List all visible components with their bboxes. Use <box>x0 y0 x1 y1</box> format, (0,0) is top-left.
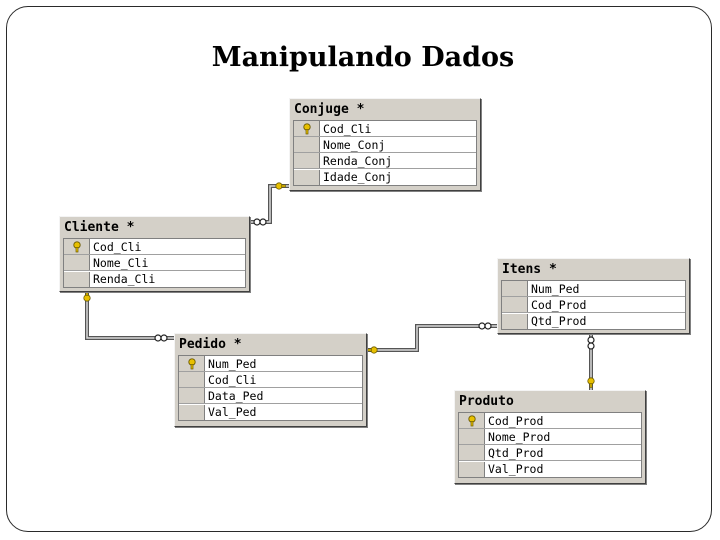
table-title[interactable]: Produto <box>459 394 514 409</box>
column-name: Renda_Conj <box>323 153 393 168</box>
key-icon <box>83 291 91 302</box>
column-name: Num_Ped <box>208 356 257 371</box>
table-title[interactable]: Pedido * <box>179 337 242 352</box>
row-selector[interactable] <box>459 429 485 444</box>
key-icon <box>302 122 312 135</box>
column-row[interactable]: Nome_Prod <box>459 429 641 445</box>
row-selector[interactable] <box>179 404 205 420</box>
row-selector[interactable] <box>179 356 205 371</box>
key-icon <box>587 377 595 388</box>
row-selector[interactable] <box>179 388 205 403</box>
key-icon <box>72 240 82 253</box>
column-list: Cod_Prod Nome_Prod Qtd_Prod Val_Prod <box>458 412 642 478</box>
column-list: Cod_Cli Nome_Cli Renda_Cli <box>63 238 246 288</box>
column-row[interactable]: Data_Ped <box>179 388 362 404</box>
column-name: Cod_Cli <box>323 121 372 136</box>
column-name: Num_Ped <box>531 281 580 296</box>
column-name: Nome_Conj <box>323 137 386 152</box>
row-selector[interactable] <box>459 461 485 477</box>
column-row[interactable]: Cod_Cli <box>64 239 245 255</box>
column-name: Data_Ped <box>208 388 264 403</box>
column-list: Num_Ped Cod_Cli Data_Ped Val_Ped <box>178 355 363 421</box>
column-row[interactable]: Renda_Cli <box>64 271 245 287</box>
relationship-produto-itens[interactable] <box>587 334 595 390</box>
row-selector[interactable] <box>502 281 528 296</box>
page-title: Manipulando Dados <box>211 42 515 73</box>
column-list: Cod_Cli Nome_Conj Renda_Conj Idade_Conj <box>293 120 477 186</box>
column-row[interactable]: Nome_Conj <box>294 137 476 153</box>
row-selector[interactable] <box>502 313 528 329</box>
column-name: Qtd_Prod <box>531 314 587 328</box>
table-title[interactable]: Conjuge * <box>294 102 365 117</box>
column-name: Nome_Cli <box>93 255 149 270</box>
column-name: Idade_Conj <box>323 170 393 184</box>
row-selector[interactable] <box>294 169 320 185</box>
column-row[interactable]: Renda_Conj <box>294 153 476 169</box>
column-name: Nome_Prod <box>488 429 551 444</box>
column-name: Cod_Cli <box>93 239 142 254</box>
table-title[interactable]: Cliente * <box>64 220 135 235</box>
row-selector[interactable] <box>64 271 90 287</box>
column-name: Cod_Prod <box>531 297 587 312</box>
column-name: Qtd_Prod <box>488 445 544 460</box>
infinity-icon <box>154 334 168 342</box>
relationship-pedido-itens[interactable] <box>366 322 498 354</box>
column-name: Cod_Cli <box>208 372 257 387</box>
row-selector[interactable] <box>294 137 320 152</box>
key-icon <box>467 414 477 427</box>
column-name: Cod_Prod <box>488 413 544 428</box>
table-pedido[interactable]: Pedido * Num_Ped Cod_Cli Data_Ped Val_Pe… <box>174 333 367 427</box>
column-row[interactable]: Cod_Prod <box>459 413 641 429</box>
column-row[interactable]: Val_Ped <box>179 404 362 420</box>
column-row[interactable]: Num_Ped <box>502 281 685 297</box>
column-name: Val_Ped <box>208 405 257 419</box>
key-icon <box>187 357 197 370</box>
relationship-cliente-conjuge[interactable] <box>248 182 289 226</box>
key-icon <box>367 346 378 354</box>
table-conjuge[interactable]: Conjuge * Cod_Cli Nome_Conj Renda_Conj I… <box>289 98 481 191</box>
infinity-icon <box>587 336 595 350</box>
row-selector[interactable] <box>294 153 320 168</box>
column-row[interactable]: Cod_Cli <box>179 372 362 388</box>
row-selector[interactable] <box>459 445 485 460</box>
column-row[interactable]: Qtd_Prod <box>502 313 685 329</box>
row-selector[interactable] <box>294 121 320 136</box>
column-row[interactable]: Cod_Cli <box>294 121 476 137</box>
table-cliente[interactable]: Cliente * Cod_Cli Nome_Cli Renda_Cli <box>59 216 250 292</box>
row-selector[interactable] <box>64 239 90 254</box>
column-name: Val_Prod <box>488 462 544 476</box>
row-selector[interactable] <box>459 413 485 428</box>
column-row[interactable]: Qtd_Prod <box>459 445 641 461</box>
infinity-icon <box>253 218 267 226</box>
table-itens[interactable]: Itens * Num_Ped Cod_Prod Qtd_Prod <box>497 258 690 334</box>
column-row[interactable]: Num_Ped <box>179 356 362 372</box>
column-name: Renda_Cli <box>93 272 156 286</box>
relationship-cliente-pedido[interactable] <box>83 291 174 342</box>
column-row[interactable]: Val_Prod <box>459 461 641 477</box>
column-list: Num_Ped Cod_Prod Qtd_Prod <box>501 280 686 330</box>
row-selector[interactable] <box>502 297 528 312</box>
table-title[interactable]: Itens * <box>502 262 557 277</box>
column-row[interactable]: Cod_Prod <box>502 297 685 313</box>
table-produto[interactable]: Produto Cod_Prod Nome_Prod Qtd_Prod Val_… <box>454 390 646 484</box>
row-selector[interactable] <box>64 255 90 270</box>
column-row[interactable]: Nome_Cli <box>64 255 245 271</box>
infinity-icon <box>478 322 492 330</box>
key-icon <box>275 182 286 190</box>
column-row[interactable]: Idade_Conj <box>294 169 476 185</box>
row-selector[interactable] <box>179 372 205 387</box>
